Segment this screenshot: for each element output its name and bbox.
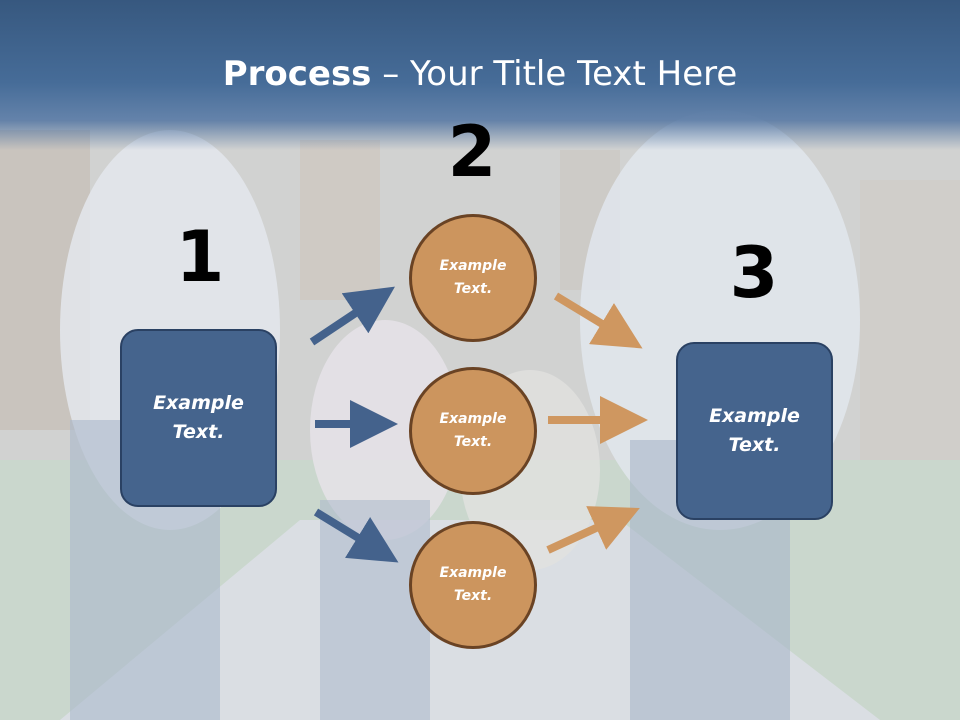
title-bold: Process xyxy=(222,54,372,94)
right-text-box[interactable]: Example Text. xyxy=(676,342,833,520)
top-circle[interactable]: Example Text. xyxy=(409,214,537,342)
title-bar xyxy=(0,0,960,150)
title-rest: – Your Title Text Here xyxy=(371,54,738,94)
bottom-circle-label: Example Text. xyxy=(439,565,507,604)
top-circle-label: Example Text. xyxy=(439,258,507,297)
step-number-1: 1 xyxy=(175,216,225,298)
right-box-label: Example Text. xyxy=(709,405,800,456)
left-text-box[interactable]: Example Text. xyxy=(120,329,277,507)
middle-circle[interactable]: Example Text. xyxy=(409,367,537,495)
left-box-label: Example Text. xyxy=(153,392,244,443)
middle-circle-label: Example Text. xyxy=(439,411,507,450)
slide-title: Process – Your Title Text Here xyxy=(0,52,960,96)
bottom-circle[interactable]: Example Text. xyxy=(409,521,537,649)
step-number-3: 3 xyxy=(729,232,779,314)
step-number-2: 2 xyxy=(447,111,497,193)
